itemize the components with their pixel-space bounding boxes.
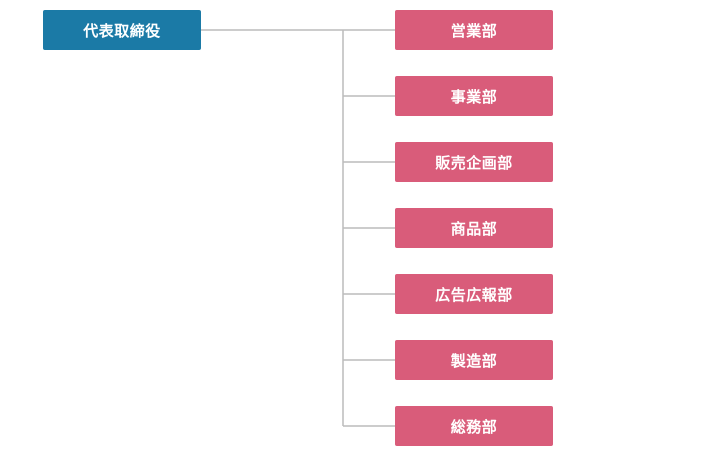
department-node: 総務部 [395,406,553,446]
department-label: 事業部 [450,87,498,106]
department-node: 商品部 [395,208,553,248]
department-label: 総務部 [450,417,498,436]
root-node: 代表取締役 [43,10,201,50]
department-node: 事業部 [395,76,553,116]
department-label: 商品部 [450,219,498,238]
department-label: 販売企画部 [435,153,513,172]
department-node: 営業部 [395,10,553,50]
department-label: 製造部 [450,351,498,370]
root-node-label: 代表取締役 [83,21,161,40]
department-label: 広告広報部 [435,285,513,304]
department-node: 製造部 [395,340,553,380]
department-node: 広告広報部 [395,274,553,314]
department-label: 営業部 [450,21,498,40]
department-node: 販売企画部 [395,142,553,182]
